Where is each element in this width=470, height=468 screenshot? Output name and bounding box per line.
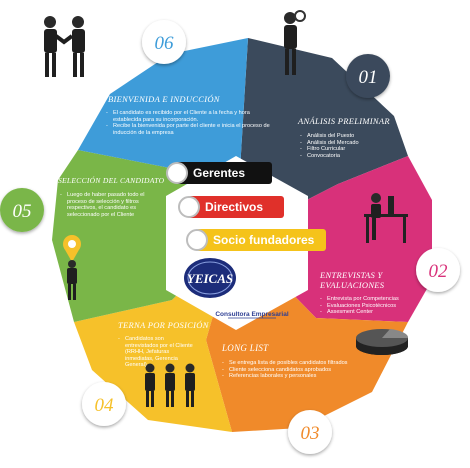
list-item: Se entrega lista de posibles candidatos … [222, 360, 392, 367]
bullet-circle-icon [166, 162, 188, 184]
svg-text:02: 02 [429, 261, 449, 282]
svg-text:04: 04 [95, 395, 115, 416]
socio-fundadores-label: Socio fundadores [186, 229, 326, 251]
pie-chart-icon [356, 329, 409, 355]
step-05-badge: 05 [0, 188, 44, 232]
list-item: Evaluaciones Psicotécnicos [320, 303, 420, 310]
handshake-people-icon [44, 16, 85, 77]
list-item: Análisis del Mercado [300, 140, 390, 147]
step-01-badge: 01 [346, 54, 390, 98]
location-pin-candidate-icon [63, 235, 81, 300]
list-item: El candidato es recibido por el Cliente … [106, 110, 276, 123]
step-03-badge: 03 [288, 410, 332, 454]
list-item: Candidatos son entrevistados por el Clie… [118, 336, 194, 369]
step-06-list: El candidato es recibido por el Cliente … [106, 110, 276, 136]
analyst-magnifier-icon [284, 10, 306, 75]
svg-text:03: 03 [301, 423, 320, 444]
step-01-title: ANÁLISIS PRELIMINAR [298, 116, 390, 126]
step-02-title: ENTREVISTAS Y EVALUACIONES [320, 270, 385, 290]
list-item: Filtro Curricular [300, 146, 390, 153]
svg-text:YEICAS: YEICAS [187, 271, 233, 286]
step-02-badge: 02 [416, 248, 460, 292]
list-item: Entrevista por Competencias [320, 296, 420, 303]
desk-worker-icon [364, 193, 408, 243]
bullet-circle-icon [186, 229, 208, 251]
svg-text:05: 05 [13, 201, 32, 222]
list-item: Luego de haber pasado todo el proceso de… [60, 192, 148, 218]
step-06-badge: 06 [142, 20, 186, 64]
directivos-label: Directivos [178, 196, 284, 218]
step-03-list: Se entrega lista de posibles candidatos … [222, 360, 392, 380]
step-04-list: Candidatos son entrevistados por el Clie… [118, 336, 194, 369]
svg-text:Consultora Empresarial: Consultora Empresarial [215, 311, 289, 318]
step-04-badge: 04 [82, 382, 126, 426]
list-item: Cliente selecciona candidatos aprobados [222, 367, 392, 374]
yeicas-logo: YEICAS Consultora Empresarial [184, 258, 289, 319]
list-item: Convocatoria [300, 153, 390, 160]
step-05-title: SELECCIÓN DEL CANDIDATO [58, 176, 165, 185]
step-01-list: Análisis del Puesto Análisis del Mercado… [300, 133, 390, 159]
step-04-title: TERNA POR POSICIÓN [118, 320, 209, 330]
step-03-title: LONG LIST [222, 343, 269, 353]
list-item: Assesment Center [320, 309, 420, 316]
step-06-title: BIENVENIDA E INDUCCIÓN [108, 94, 220, 104]
step-02-list: Entrevista por Competencias Evaluaciones… [320, 296, 420, 316]
list-item: Recibe la bienvenida por parte del clien… [106, 123, 276, 136]
list-item: Análisis del Puesto [300, 133, 390, 140]
bullet-circle-icon [178, 196, 200, 218]
list-item: Referencias laborales y personales [222, 373, 392, 380]
gerentes-label: Gerentes [166, 162, 272, 184]
svg-text:06: 06 [155, 33, 175, 54]
svg-text:01: 01 [359, 67, 378, 88]
step-05-list: Luego de haber pasado todo el proceso de… [60, 192, 148, 218]
